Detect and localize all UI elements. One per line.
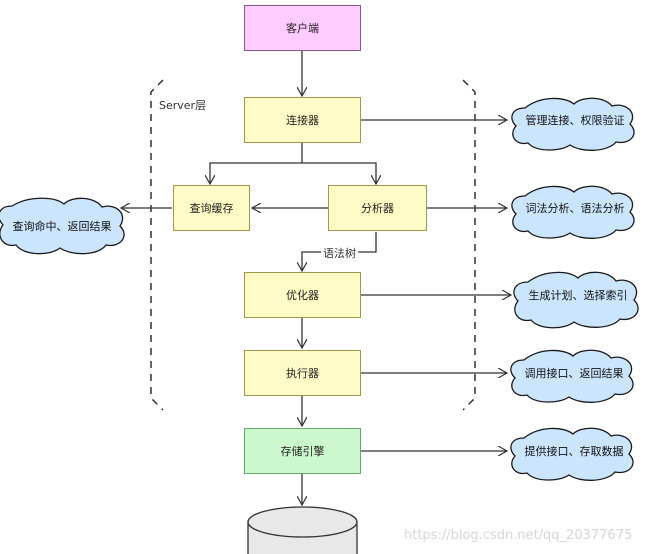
cloud-optimizer-note bbox=[513, 271, 639, 329]
analyzer-label: 分析器 bbox=[361, 202, 394, 215]
executor-node: 执行器 bbox=[244, 350, 361, 396]
connector-node: 连接器 bbox=[244, 97, 361, 143]
server-layer-left-bracket bbox=[150, 79, 164, 411]
client-node: 客户端 bbox=[244, 5, 361, 51]
optimizer-note-text: 生成计划、选择索引 bbox=[528, 289, 628, 302]
executor-label: 执行器 bbox=[286, 367, 319, 380]
cloud-analyzer-note bbox=[511, 185, 635, 239]
server-layer-right-bracket bbox=[462, 79, 476, 411]
database-cylinder-icon bbox=[247, 506, 358, 554]
query-cache-node: 查询缓存 bbox=[173, 185, 250, 231]
cloud-cache-note bbox=[0, 197, 125, 255]
cloud-executor-note bbox=[510, 349, 634, 403]
analyzer-node: 分析器 bbox=[328, 185, 427, 231]
storage-engine-label: 存储引擎 bbox=[280, 445, 325, 458]
connector-note-text: 管理连接、权限验证 bbox=[525, 114, 625, 127]
client-label: 客户端 bbox=[286, 22, 319, 35]
cloud-connector-note bbox=[511, 97, 635, 151]
optimizer-label: 优化器 bbox=[286, 289, 319, 302]
executor-note-text: 调用接口、返回结果 bbox=[524, 367, 624, 380]
cloud-storage-note bbox=[510, 427, 634, 481]
analyzer-note-text: 词法分析、语法分析 bbox=[525, 202, 625, 215]
cache-note-text: 查询命中、返回结果 bbox=[12, 220, 112, 233]
watermark-text: https://blog.csdn.net/qq_20377675 bbox=[404, 528, 633, 543]
edge-split-to-cache bbox=[210, 162, 302, 184]
connector-label: 连接器 bbox=[286, 114, 319, 127]
syntax-tree-label: 语法树 bbox=[321, 245, 358, 261]
query-cache-label: 查询缓存 bbox=[189, 202, 234, 215]
optimizer-node: 优化器 bbox=[244, 272, 361, 318]
storage-engine-node: 存储引擎 bbox=[244, 428, 361, 474]
edge-split-to-analyzer bbox=[302, 162, 376, 184]
storage-note-text: 提供接口、存取数据 bbox=[524, 445, 624, 458]
server-layer-label: Server层 bbox=[159, 99, 207, 112]
